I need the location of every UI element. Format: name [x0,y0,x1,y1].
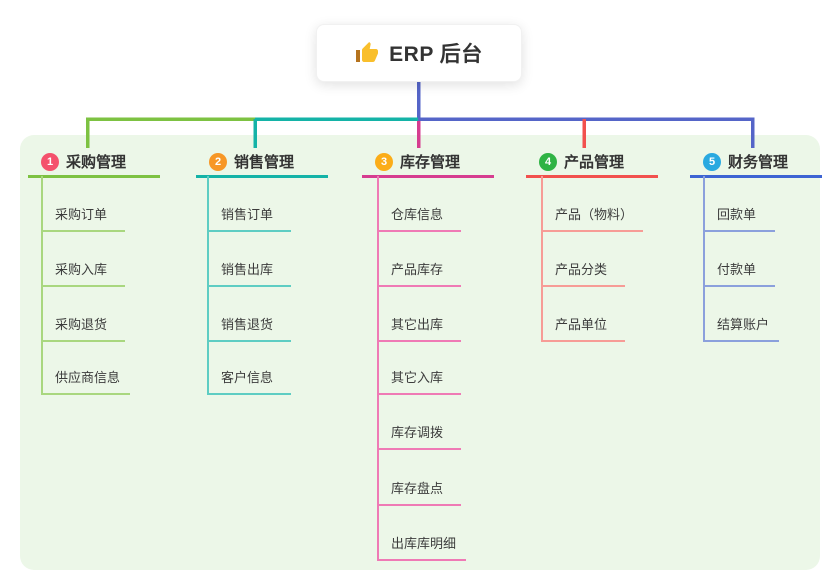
node-receipt-bill[interactable]: 回款单 [703,202,775,232]
branch-title-sales[interactable]: 2 销售管理 [196,148,328,178]
node-sales-outbound[interactable]: 销售出库 [207,257,291,287]
branch-inventory-label: 库存管理 [400,154,461,171]
node-payment-bill[interactable]: 付款单 [703,257,775,287]
node-stock-transfer[interactable]: 库存调拨 [377,420,461,450]
node-customer-info[interactable]: 客户信息 [207,365,291,395]
branch-canvas-background [20,135,820,570]
branch-title-product[interactable]: 4 产品管理 [526,148,658,178]
branch-sales-label: 销售管理 [234,154,295,171]
node-supplier-info[interactable]: 供应商信息 [41,365,131,395]
branch-title-finance[interactable]: 5 财务管理 [690,148,822,178]
node-product-unit[interactable]: 产品单位 [541,312,625,342]
node-other-outbound[interactable]: 其它出库 [377,312,461,342]
branch-purchase-label: 采购管理 [66,154,127,171]
branch-product-trunk-line [541,176,543,342]
thumbs-up-icon [356,42,379,62]
node-stock-count[interactable]: 库存盘点 [377,476,461,506]
node-other-inbound[interactable]: 其它入库 [377,365,461,395]
node-product-category[interactable]: 产品分类 [541,257,625,287]
branch-finance-badge: 5 [703,152,721,171]
branch-inventory-badge: 3 [375,152,393,171]
node-sales-return[interactable]: 销售退货 [207,312,291,342]
node-sales-order[interactable]: 销售订单 [207,202,291,232]
branch-title-purchase[interactable]: 1 采购管理 [28,148,160,178]
branch-purchase-badge: 1 [41,152,59,171]
node-settlement-account[interactable]: 结算账户 [703,312,780,342]
branch-product-label: 产品管理 [564,154,625,171]
node-purchase-order[interactable]: 采购订单 [41,202,125,232]
node-product-stock[interactable]: 产品库存 [377,257,461,287]
node-purchase-inbound[interactable]: 采购入库 [41,257,125,287]
node-purchase-return[interactable]: 采购退货 [41,312,125,342]
branch-sales-badge: 2 [209,152,227,171]
branch-finance-label: 财务管理 [728,154,789,171]
root-node-erp-backend[interactable]: ERP 后台 [316,24,522,82]
branch-finance-trunk-line [703,176,705,342]
root-node-title: ERP 后台 [389,43,483,66]
branch-title-inventory[interactable]: 3 库存管理 [362,148,494,178]
branch-product-badge: 4 [539,152,557,171]
node-product-material[interactable]: 产品（物料） [541,202,644,232]
node-warehouse-info[interactable]: 仓库信息 [377,202,461,232]
branch-inventory-trunk-line [377,176,379,561]
node-stock-detail[interactable]: 出库库明细 [377,531,467,561]
